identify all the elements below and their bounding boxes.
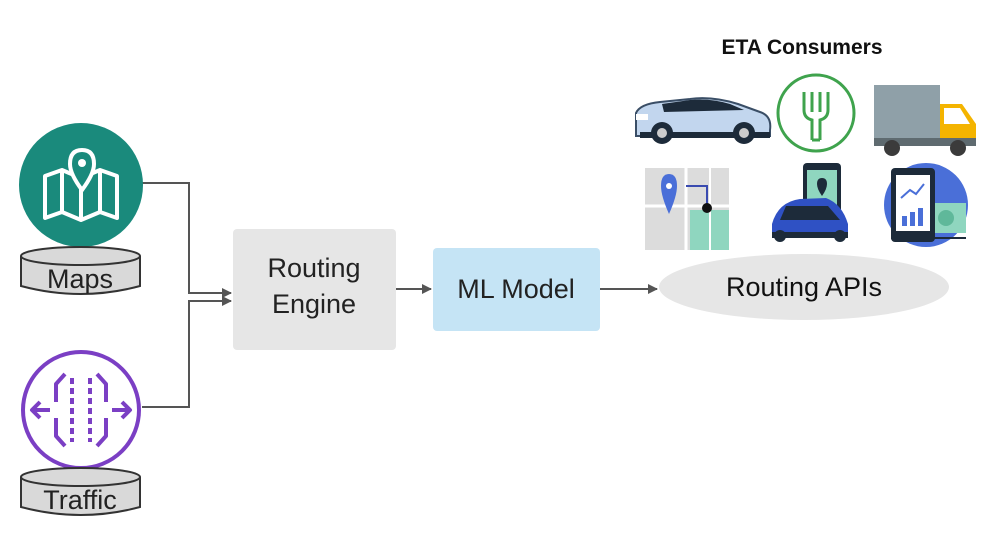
traffic-database-icon bbox=[20, 467, 141, 516]
map-icon bbox=[645, 168, 729, 250]
food-delivery-icon bbox=[776, 73, 856, 153]
maps-source: Maps bbox=[19, 123, 143, 295]
ml-model-label: ML Model bbox=[457, 274, 575, 304]
phone-ride-icon bbox=[772, 163, 848, 242]
routing-engine-label-line2: Engine bbox=[272, 289, 356, 319]
traffic-source: Traffic bbox=[20, 350, 141, 516]
routing-apis-label: Routing APIs bbox=[726, 272, 882, 302]
routing-engine-box: Routing Engine bbox=[233, 229, 396, 350]
traffic-to-routing-engine-connector bbox=[142, 296, 232, 408]
traffic-label: Traffic bbox=[43, 485, 117, 515]
truck-icon bbox=[874, 85, 976, 156]
map-pin-marker bbox=[67, 147, 97, 194]
maps-to-routing-engine-connector bbox=[142, 182, 232, 298]
maps-label: Maps bbox=[47, 264, 113, 294]
eta-consumers-title: ETA Consumers bbox=[721, 36, 882, 59]
maps-database-icon bbox=[20, 246, 141, 295]
routing-engine-label-line1: Routing bbox=[267, 253, 360, 283]
ml-model-box: ML Model bbox=[433, 248, 600, 331]
routing-apis-box: Routing APIs bbox=[659, 254, 949, 320]
connectors bbox=[142, 182, 658, 408]
car-icon bbox=[635, 97, 772, 144]
phone-analytics-icon bbox=[884, 163, 968, 247]
traffic-flow-icon bbox=[30, 372, 132, 448]
